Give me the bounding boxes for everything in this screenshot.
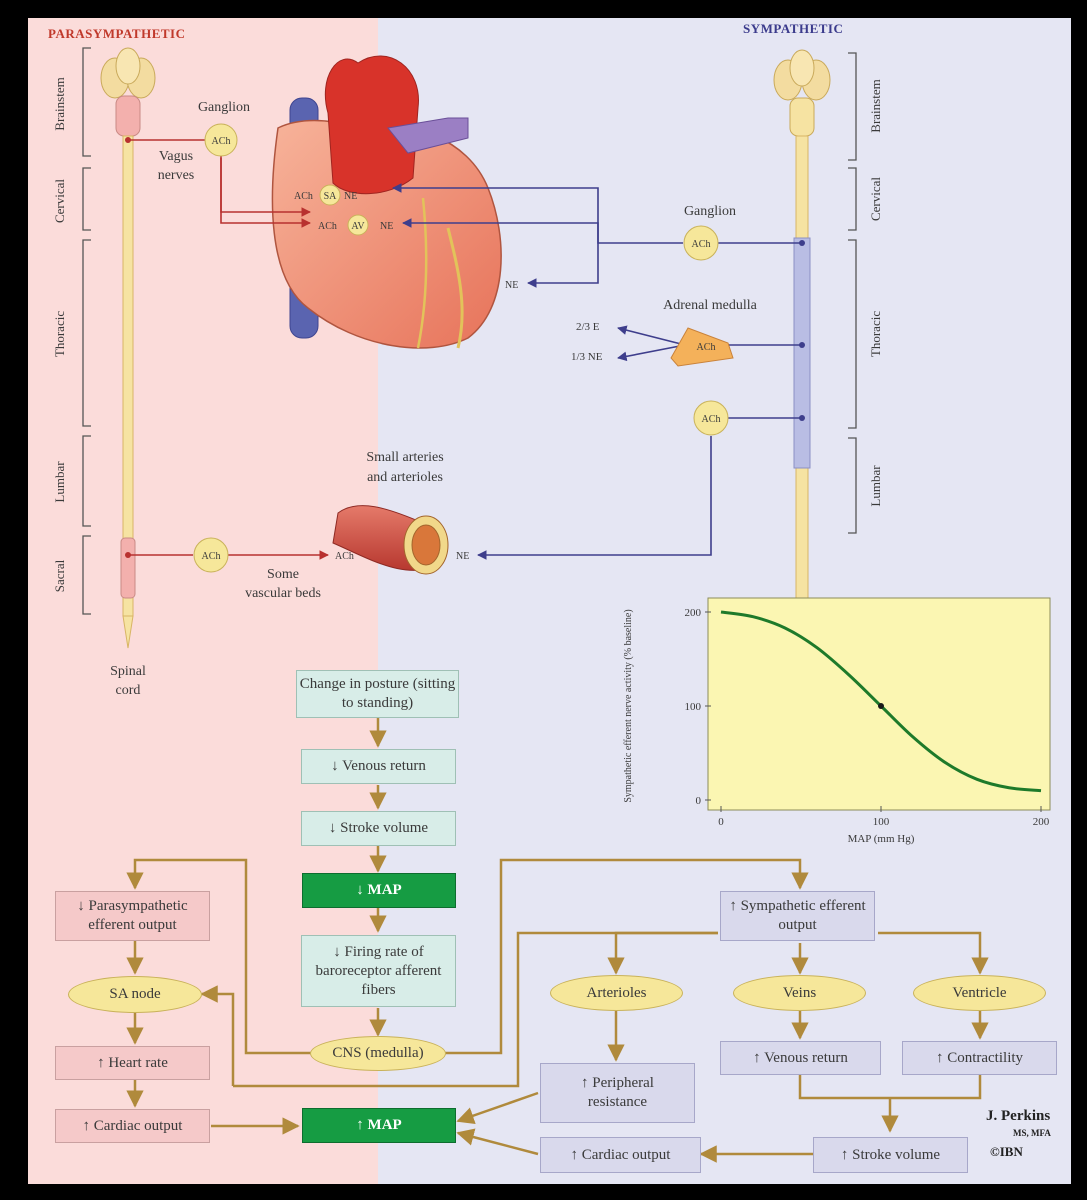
parasympathetic-title: PARASYMPATHETIC — [48, 26, 186, 41]
autonomic-diagram: PARASYMPATHETIC SYMPATHETIC Brainstem Ce… — [48, 21, 1051, 1163]
small-arteries-label-2: and arterioles — [367, 470, 443, 485]
flowchart-arrows — [126, 718, 989, 1163]
baroreflex-chart: 0 100 200 0 100 200 MAP (mm Hg) Sympathetic e… — [623, 597, 1051, 845]
heart-ach-av: ACh — [318, 221, 337, 232]
left-region-thoracic: Thoracic — [52, 311, 67, 357]
heart-ne-sa: NE — [344, 191, 357, 202]
contractility-increase-box: ↑ Contractility — [902, 1041, 1057, 1075]
map-decrease-box: ↓ MAP — [302, 873, 456, 908]
heart-rate-increase-box: ↑ Heart rate — [55, 1046, 210, 1080]
right-region-lumbar: Lumbar — [868, 465, 883, 507]
ganglion-sympathetic: ACh — [683, 225, 719, 261]
vagus-label-2: nerves — [158, 168, 195, 183]
av-node-marker: AV — [347, 214, 369, 236]
ganglion-vagus: ACh — [204, 123, 238, 157]
veins-oval: Veins — [733, 975, 866, 1011]
left-cord-tip — [122, 615, 134, 649]
adrenal-ach: ACh — [697, 342, 716, 353]
sympathetic-title: SYMPATHETIC — [743, 21, 843, 36]
map-increase-box: ↑ MAP — [302, 1108, 456, 1143]
sa-label: SA — [324, 191, 338, 202]
stroke-volume-increase-box: ↑ Stroke volume — [813, 1137, 968, 1173]
left-region-brainstem: Brainstem — [52, 77, 67, 130]
right-region-cervical: Cervical — [868, 177, 883, 221]
chart-y-tick-label: 100 — [685, 701, 702, 713]
chart-y-tick-label: 0 — [696, 795, 702, 807]
sympathetic-nerves — [392, 183, 802, 560]
spinal-cord-label-1: Spinal — [110, 664, 146, 679]
venous-return-increase-box: ↑ Venous return — [720, 1041, 881, 1075]
peripheral-resistance-box: ↑ Peripheral resistance — [540, 1063, 695, 1123]
artist-credit-degree: MS, MFA — [1013, 1128, 1051, 1138]
left-region-labels: Brainstem Cervical Thoracic Lumbar Sacra… — [52, 77, 67, 592]
baroreceptor-firing-box: ↓ Firing rate of baroreceptor afferent f… — [301, 935, 456, 1007]
sympathetic-nerve-dots — [799, 240, 805, 421]
left-brainstem — [100, 47, 156, 137]
chart-y-tick-label: 200 — [685, 607, 702, 619]
vascular-beds-label-1: Some — [267, 567, 299, 582]
heart-ne-ventricle: NE — [505, 280, 518, 291]
chart-y-axis-label: Sympathetic efferent nerve activity (% b… — [623, 609, 634, 802]
sympathetic-output-box: ↑ Sympathetic efferent output — [720, 891, 875, 941]
stroke-volume-decrease-box: ↓ Stroke volume — [301, 811, 456, 846]
adrenal-gland: ACh — [670, 327, 734, 367]
chart-midpoint-marker — [878, 703, 884, 709]
ganglion-lumbar-ach: ACh — [702, 414, 721, 425]
right-region-brackets — [848, 52, 857, 534]
adrenal-medulla-label: Adrenal medulla — [663, 298, 757, 313]
left-region-brackets — [82, 47, 91, 615]
heart-ach-sa: ACh — [294, 191, 313, 202]
cardiac-output-right-box: ↑ Cardiac output — [540, 1137, 701, 1173]
artery-ne: NE — [456, 551, 469, 562]
ganglion-sympathetic-ach: ACh — [692, 239, 711, 250]
right-region-labels: Brainstem Cervical Thoracic Lumbar — [868, 79, 883, 506]
artist-credit-name: J. Perkins — [986, 1108, 1051, 1124]
epinephrine-fraction: 2/3 E — [576, 321, 600, 333]
small-arteries-label-1: Small arteries — [366, 450, 443, 465]
chart-x-axis-label: MAP (mm Hg) — [848, 833, 915, 845]
chart-x-tick-label: 0 — [718, 816, 724, 828]
venous-return-decrease-box: ↓ Venous return — [301, 749, 456, 784]
norepinephrine-fraction: 1/3 NE — [571, 351, 603, 363]
parasympathetic-nerve-dots — [125, 137, 131, 558]
ventricle-oval: Ventricle — [913, 975, 1046, 1011]
artery-illustration — [332, 505, 449, 575]
vagus-label-1: Vagus — [159, 149, 193, 164]
left-region-lumbar: Lumbar — [52, 461, 67, 503]
av-label: AV — [351, 221, 365, 232]
ganglion-sacral: ACh — [193, 537, 229, 573]
vascular-beds-label-2: vascular beds — [245, 586, 321, 601]
ganglion-left-label: Ganglion — [198, 100, 250, 115]
cns-medulla-oval: CNS (medulla) — [310, 1036, 446, 1071]
heart-illustration — [271, 55, 502, 349]
left-region-cervical: Cervical — [52, 179, 67, 223]
artery-ach: ACh — [335, 551, 354, 562]
ganglion-sacral-ach: ACh — [202, 551, 221, 562]
parasympathetic-output-box: ↓ Parasympathetic efferent output — [55, 891, 210, 941]
heart-ne-av: NE — [380, 221, 393, 232]
parasympathetic-nerves — [128, 139, 329, 560]
ganglion-right-label: Ganglion — [684, 204, 736, 219]
ganglion-vagus-ach: ACh — [212, 136, 231, 147]
left-sacral-segment — [120, 537, 136, 599]
sa-node-oval: SA node — [68, 976, 202, 1013]
arterioles-oval: Arterioles — [550, 975, 683, 1011]
right-brainstem — [773, 49, 831, 137]
ganglion-lumbar: ACh — [693, 400, 729, 436]
illustration-panel: PARASYMPATHETIC SYMPATHETIC Brainstem Ce… — [28, 18, 1071, 1184]
right-region-brainstem: Brainstem — [868, 79, 883, 132]
posture-change-box: Change in posture (sitting to standing) — [296, 670, 459, 718]
right-thoracolumbar-segment — [793, 237, 811, 469]
chart-x-tick-label: 100 — [873, 816, 890, 828]
right-region-thoracic: Thoracic — [868, 311, 883, 357]
sa-node-marker: SA — [319, 184, 341, 206]
left-region-sacral: Sacral — [52, 559, 67, 592]
cardiac-output-left-box: ↑ Cardiac output — [55, 1109, 210, 1143]
spinal-cord-label-2: cord — [116, 683, 141, 698]
chart-x-tick-label: 200 — [1033, 816, 1050, 828]
publisher-mark: ©IBN — [990, 1144, 1023, 1159]
